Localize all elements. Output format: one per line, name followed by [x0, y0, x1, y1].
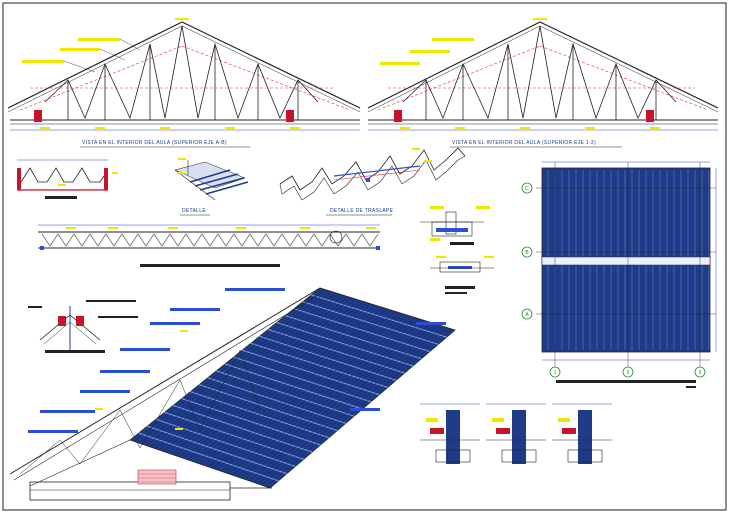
svg-text:C: C	[525, 186, 529, 192]
detail-overlap-3d: DETALLE DE TRASLAPE	[279, 147, 466, 216]
corrugated-profile-detail	[17, 159, 118, 199]
grid-marker-1: 1	[549, 366, 561, 378]
truss-elevation-left	[7, 18, 361, 131]
grid-marker-2: 2	[622, 366, 634, 378]
grid-marker-3: 3	[694, 366, 706, 378]
foundation-detail-2	[486, 403, 546, 464]
grid-marker-A: A	[521, 308, 533, 320]
grid-markers: C B A 1 2 3	[521, 182, 706, 378]
beam-elevation	[38, 224, 380, 267]
grid-marker-C: C	[521, 182, 533, 194]
svg-text:B: B	[525, 250, 529, 256]
detail-small-label: DETALLE	[182, 208, 206, 214]
title-truss-left: VISTA EN EL INTERIOR DEL AULA (SUPERIOR …	[80, 140, 250, 148]
svg-text:1: 1	[554, 370, 557, 376]
truss-elevation-right	[367, 18, 719, 131]
roof-isometric	[9, 287, 456, 501]
svg-text:A: A	[525, 312, 529, 318]
grid-marker-B: B	[521, 246, 533, 258]
ridge-detail	[28, 300, 138, 353]
title-truss-left-text: VISTA EN EL INTERIOR DEL AULA (SUPERIOR …	[82, 140, 227, 146]
title-truss-right-text: VISTA EN EL INTERIOR DEL AULA (SUPERIOR …	[452, 140, 596, 146]
svg-text:2: 2	[627, 370, 630, 376]
detail-overlap-label: DETALLE DE TRASLAPE	[330, 208, 394, 214]
svg-text:3: 3	[699, 370, 702, 376]
foundation-detail-3	[552, 403, 612, 464]
title-truss-right: VISTA EN EL INTERIOR DEL AULA (SUPERIOR …	[450, 140, 622, 148]
connection-detail-top	[420, 206, 490, 245]
roof-plan	[536, 161, 717, 388]
foundation-detail-1	[420, 403, 480, 464]
detail-isometric-small: DETALLE	[174, 158, 249, 216]
connection-detail-bottom	[430, 256, 494, 294]
